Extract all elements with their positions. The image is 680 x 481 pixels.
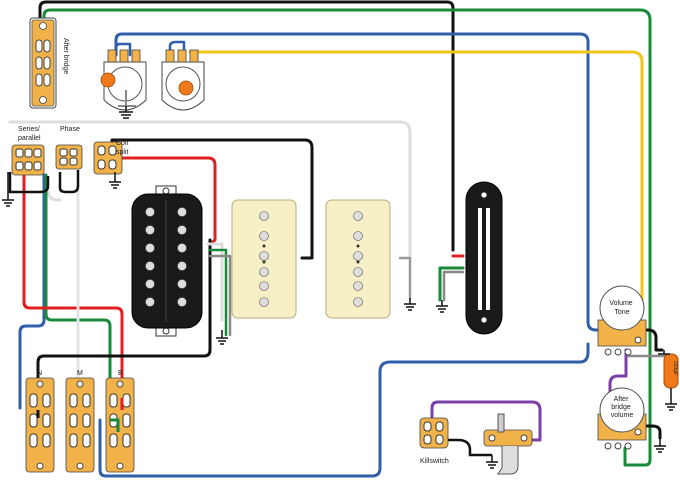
black-wire-top — [38, 0, 455, 252]
ground-icon — [665, 388, 677, 411]
series-parallel-switch: Series/ parallel — [11, 126, 45, 176]
purple-wire-2 — [608, 348, 628, 432]
white-wire-hb — [206, 242, 224, 322]
blue-wire-top — [114, 32, 614, 332]
blue-wire-long — [18, 173, 46, 410]
ground-icon — [404, 298, 416, 311]
green-wire-sc — [438, 266, 465, 302]
switch-n-label: N — [37, 370, 42, 377]
humbucker-pickup — [131, 185, 203, 337]
cap-icon — [100, 72, 116, 88]
gray-wire-p90b — [398, 256, 412, 300]
ground-icon — [486, 455, 498, 469]
coil-split-line2: split — [116, 149, 129, 156]
black-wire-vol2 — [638, 424, 662, 440]
after-bridge-volume-pot: After bridge volume — [597, 387, 647, 450]
switch-m: M — [65, 370, 95, 473]
after-bridge-top-label: After bridge — [62, 38, 69, 74]
ground-icon — [216, 330, 228, 345]
series-parallel-line1: Series/ — [18, 126, 40, 133]
yellow-wire — [188, 50, 644, 314]
abv-line1: After — [614, 396, 629, 403]
cap-label: 033µF — [672, 361, 678, 375]
blue-wire-bottom — [98, 342, 590, 478]
white-wire-loop — [46, 188, 62, 202]
killswitch: Killswitch — [419, 417, 449, 465]
switch-b: B — [105, 370, 135, 473]
phase-switch: Phase — [55, 126, 83, 170]
purple-wire-1 — [430, 400, 542, 442]
coil-split-switch: Coil split — [93, 140, 130, 175]
red-wire — [106, 156, 217, 246]
black-wire-n — [36, 238, 212, 412]
green-wire-top — [42, 8, 652, 467]
volume-tone-line1: Volume — [609, 300, 632, 307]
green-wire-hb — [208, 248, 228, 337]
ground-icon — [2, 172, 14, 207]
volume-tone-line2: Tone — [614, 309, 629, 316]
white-wire-switch-outline — [8, 120, 412, 260]
output-jack — [483, 413, 533, 475]
switch-n: N — [25, 370, 55, 473]
ground-icon — [109, 172, 121, 189]
pot-left — [100, 49, 147, 111]
phase-label: Phase — [60, 126, 80, 133]
single-coil-pickup — [465, 181, 503, 335]
gray-wire-vol — [626, 354, 668, 370]
p90-pickup-middle — [231, 199, 297, 319]
cap-icon — [178, 80, 194, 96]
blue-wire-pots — [114, 42, 132, 57]
switch-m-label: M — [77, 370, 83, 377]
pot-right — [161, 49, 205, 111]
blue-wire-pots-2 — [168, 40, 186, 57]
switch-b-label: B — [118, 370, 123, 377]
p90-pickup-bridge — [325, 199, 391, 319]
ground-icon — [436, 300, 448, 313]
ground-icon — [119, 106, 133, 119]
gray-wire-sc — [442, 270, 465, 302]
black-wire-vol — [638, 328, 664, 352]
coil-split-label: Coil split — [116, 140, 130, 156]
abv-line3: volume — [611, 412, 634, 419]
volume-tone-pot: Volume Tone — [597, 285, 647, 356]
ground-icon — [658, 350, 670, 355]
series-parallel-label: Series/ parallel — [18, 126, 42, 142]
after-bridge-switch-top: After bridge — [29, 17, 69, 109]
wires — [8, 0, 668, 478]
killswitch-label: Killswitch — [420, 458, 449, 465]
abv-line2: bridge — [611, 404, 631, 411]
capacitor: 033µF — [663, 353, 679, 389]
gray-wire-hb — [208, 254, 232, 337]
series-parallel-line2: parallel — [18, 135, 41, 142]
after-bridge-volume-label: After bridge volume — [611, 396, 634, 419]
red-wire-down — [22, 173, 124, 400]
coil-split-line1: Coil — [116, 140, 129, 147]
ground-icon — [654, 438, 666, 453]
black-wire-coil — [110, 138, 314, 260]
volume-tone-label: Volume Tone — [609, 300, 634, 316]
